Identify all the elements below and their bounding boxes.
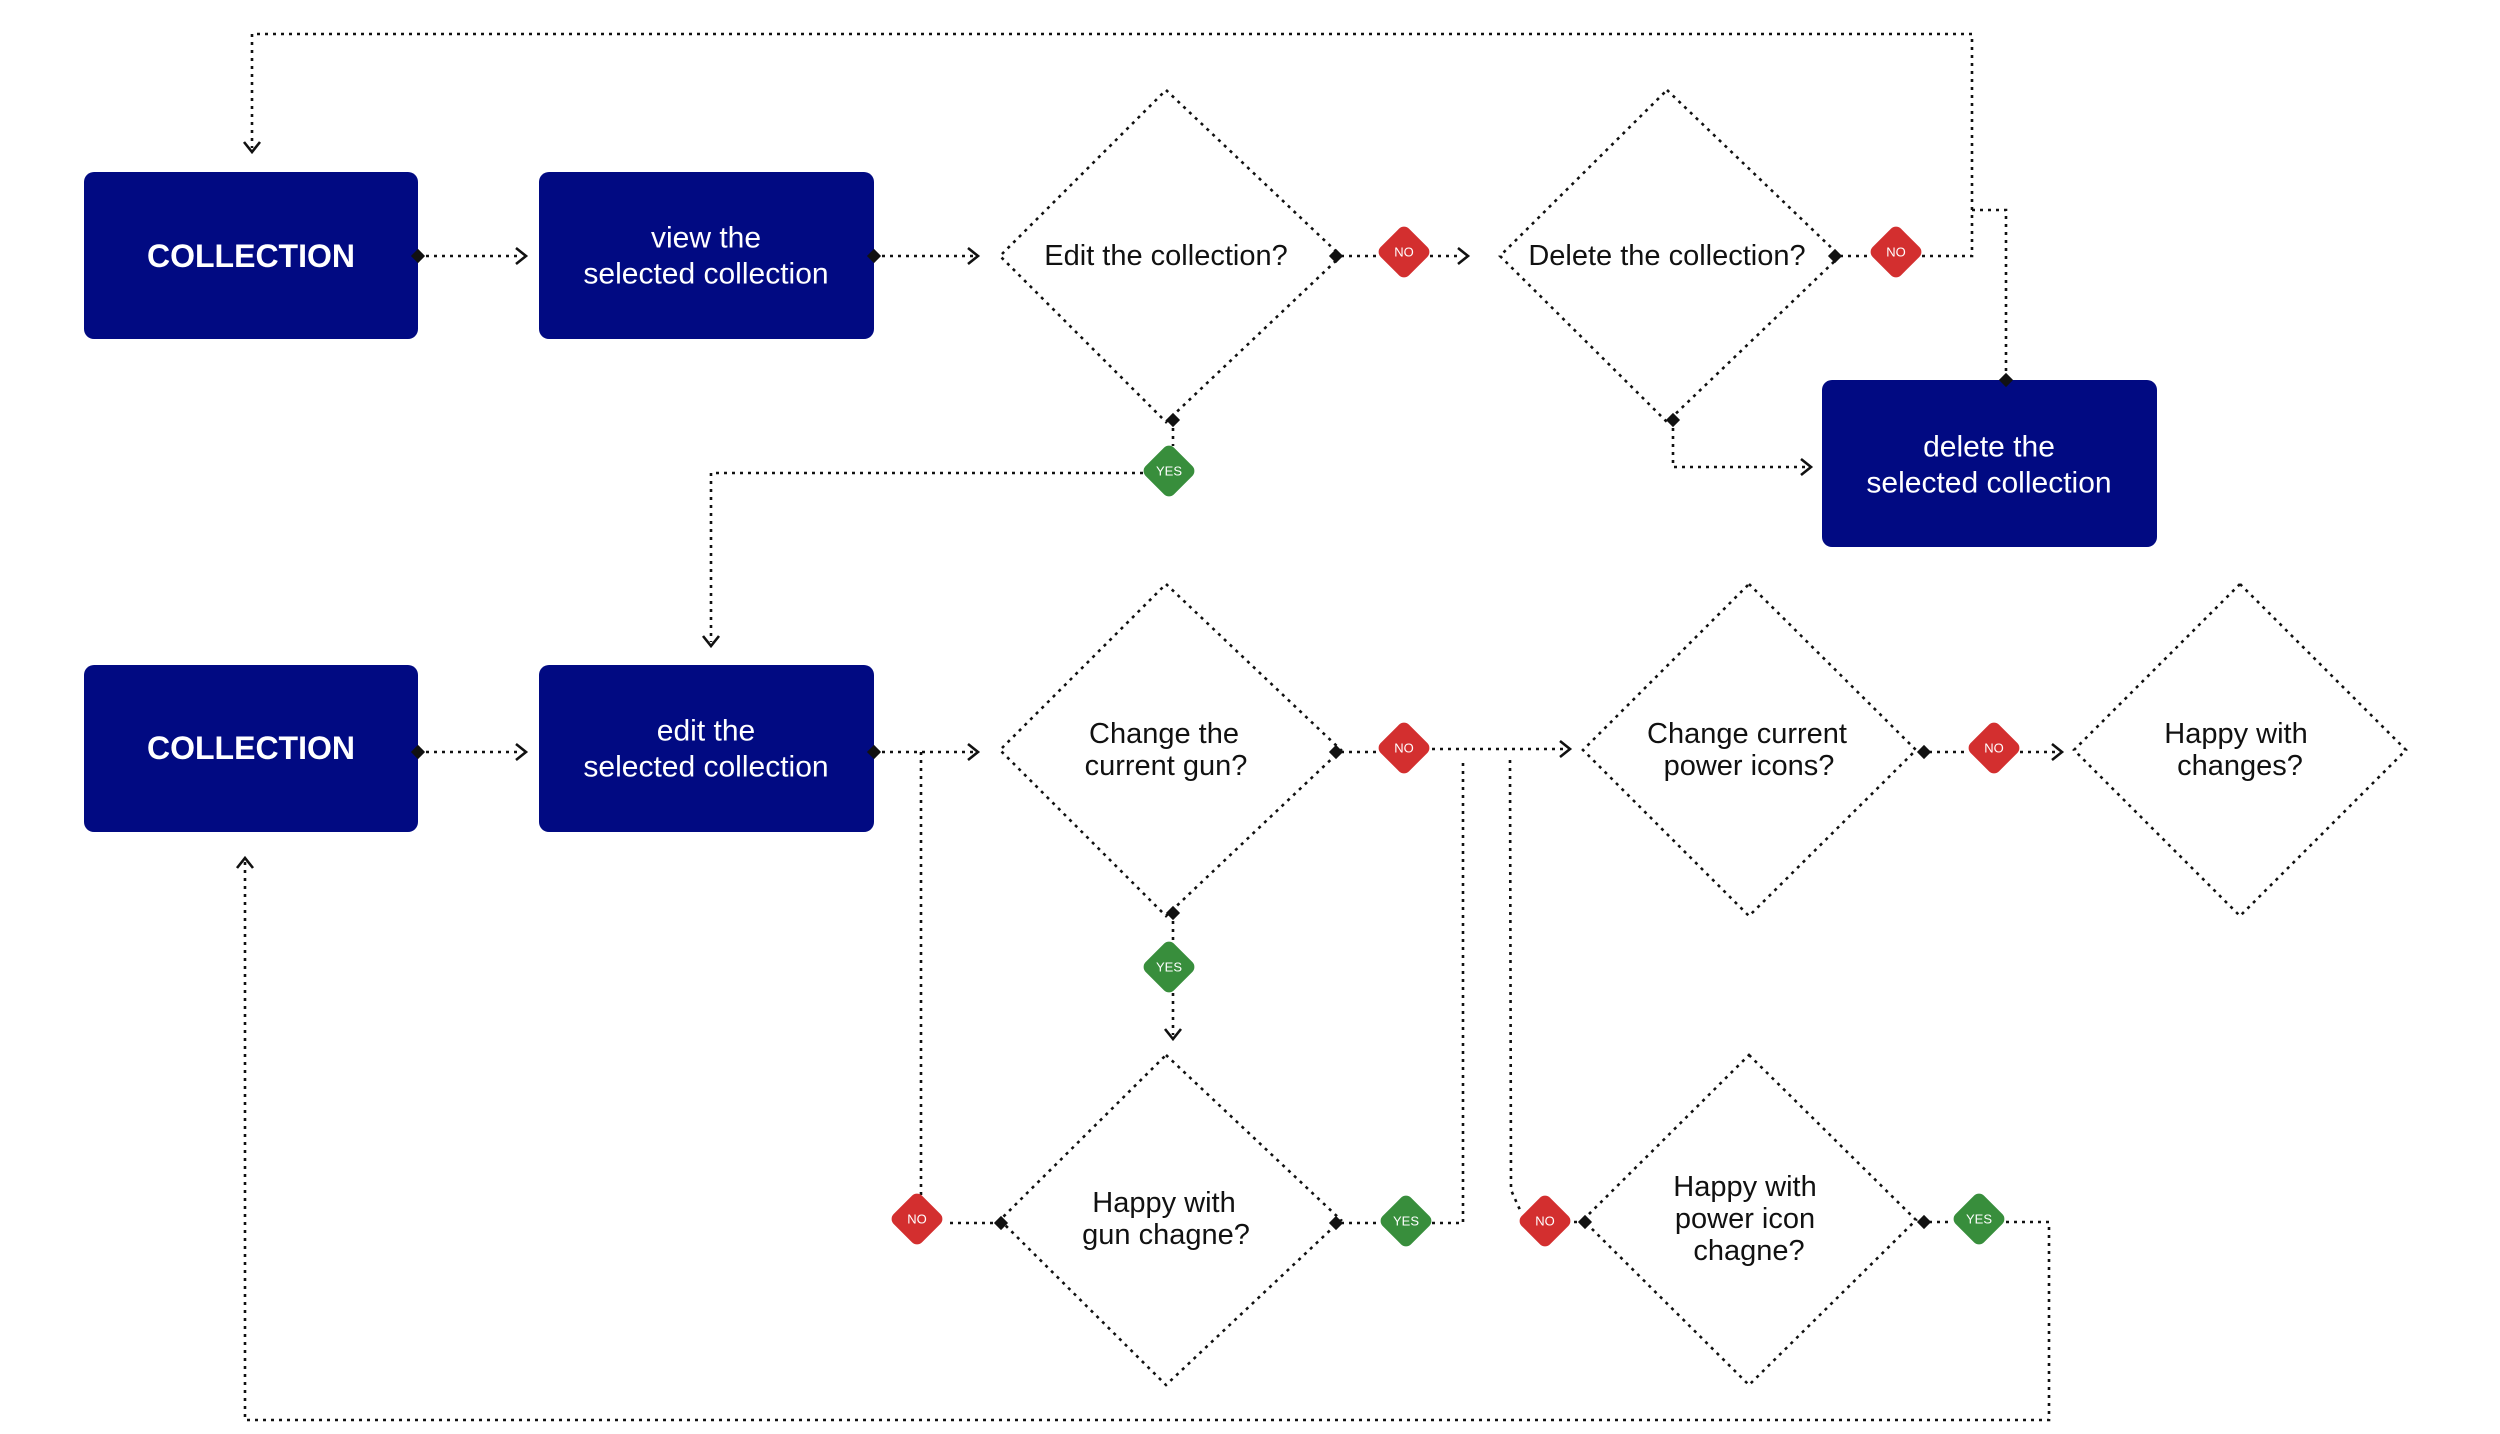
- gun-question-line-1: Change the: [1089, 718, 1239, 750]
- arrowhead-up: [235, 855, 255, 869]
- connection-point: [1916, 744, 1932, 760]
- no-badge: NO: [1378, 226, 1430, 278]
- collection-box-bottom[interactable]: COLLECTION: [84, 665, 418, 832]
- connector-no-loop-to-collection: [250, 32, 1974, 258]
- arrowhead-right: [1457, 246, 1471, 266]
- no-badge-label: NO: [1394, 245, 1414, 260]
- delete-collection-decision[interactable]: Delete the collection?: [1498, 88, 1842, 424]
- no-badge: NO: [891, 1193, 943, 1245]
- change-power-icons-decision[interactable]: Change current power icons?: [1581, 582, 1918, 918]
- happy-gun-line-1: Happy with: [1092, 1187, 1235, 1219]
- no-badge-label: NO: [907, 1212, 927, 1227]
- connection-point: [1328, 248, 1344, 264]
- arrowheads: [235, 141, 2065, 1042]
- yes-badge: YES: [1380, 1195, 1432, 1247]
- connection-point: [1827, 248, 1843, 264]
- delete-line-2: selected collection: [1866, 467, 2111, 500]
- arrowhead-down: [1163, 1028, 1183, 1042]
- no-badge: NO: [1968, 722, 2020, 774]
- connector-delete-question-to-delete-box: [1671, 420, 1805, 469]
- connection-point: [866, 744, 882, 760]
- connector-happy-power-no-to-power: [1508, 759, 1522, 1211]
- connector-to-delete-box-top: [1972, 208, 2008, 380]
- happy-gun-line-2: gun chagne?: [1082, 1219, 1250, 1251]
- arrowhead-right: [515, 246, 529, 266]
- happy-line-2: changes?: [2177, 750, 2303, 782]
- yes-badge-label: YES: [1393, 1214, 1419, 1229]
- yes-badge: YES: [1143, 941, 1195, 993]
- arrowhead-right: [2051, 742, 2065, 762]
- yes-badge-label: YES: [1156, 464, 1182, 479]
- collection-box-top[interactable]: COLLECTION: [84, 172, 418, 339]
- connection-points: [410, 248, 2014, 1231]
- happy-with-gun-change-decision[interactable]: Happy with gun chagne?: [998, 1053, 1343, 1387]
- connector-happy-power-yes-loop: [243, 862, 2051, 1422]
- arrowhead-right: [515, 742, 529, 762]
- connection-point: [1916, 1214, 1932, 1230]
- no-badge-label: NO: [1535, 1214, 1555, 1229]
- happy-power-line-1: Happy with: [1673, 1171, 1816, 1203]
- power-question-line-2: power icons?: [1664, 750, 1835, 782]
- arrowhead-right: [967, 742, 981, 762]
- edit-selected-collection-box[interactable]: edit the selected collection: [539, 665, 874, 832]
- happy-with-power-icon-change-decision[interactable]: Happy with power icon chagne?: [1581, 1053, 1918, 1387]
- arrowhead-right: [1800, 457, 1814, 477]
- delete-line-1: delete the: [1923, 431, 2055, 464]
- connectors: [243, 32, 2058, 1422]
- arrowhead-right: [1559, 739, 1573, 759]
- connection-point: [1328, 744, 1344, 760]
- yes-badge-label: YES: [1156, 960, 1182, 975]
- connection-point: [1328, 1215, 1344, 1231]
- no-badge: NO: [1519, 1195, 1571, 1247]
- no-badge-label: NO: [1394, 741, 1414, 756]
- connection-point: [1577, 1214, 1593, 1230]
- collection-label: COLLECTION: [147, 238, 355, 274]
- change-gun-decision[interactable]: Change the current gun?: [998, 582, 1343, 918]
- connection-point: [866, 248, 882, 264]
- connector-happy-gun-yes-to-power: [1432, 760, 1465, 1225]
- yes-badge: YES: [1953, 1193, 2005, 1245]
- connection-point: [993, 1215, 1009, 1231]
- no-badge-label: NO: [1886, 245, 1906, 260]
- yes-badge: YES: [1143, 445, 1195, 497]
- gun-question-line-2: current gun?: [1085, 750, 1248, 782]
- edit-collection-decision[interactable]: Edit the collection?: [998, 88, 1343, 424]
- happy-power-line-3: chagne?: [1693, 1235, 1804, 1267]
- happy-with-changes-decision[interactable]: Happy with changes?: [2072, 582, 2408, 918]
- connection-point: [410, 744, 426, 760]
- edit-line-2: selected collection: [583, 751, 828, 784]
- no-badge-label: NO: [1984, 741, 2004, 756]
- no-badge: NO: [1870, 226, 1922, 278]
- view-selected-collection-box[interactable]: view the selected collection: [539, 172, 874, 339]
- yes-badge-label: YES: [1966, 1212, 1992, 1227]
- happy-line-1: Happy with: [2164, 718, 2307, 750]
- power-question-line-1: Change current: [1647, 718, 1847, 750]
- arrowhead-down: [242, 141, 262, 155]
- delete-question: Delete the collection?: [1528, 240, 1805, 272]
- connection-point: [410, 248, 426, 264]
- collection-label: COLLECTION: [147, 730, 355, 766]
- view-line-2: selected collection: [583, 258, 828, 291]
- connection-point: [1165, 412, 1181, 428]
- connection-point: [1998, 372, 2014, 388]
- connector-yes-to-edit-box: [709, 471, 1143, 642]
- edit-line-1: edit the: [657, 715, 755, 748]
- connection-point: [1665, 412, 1681, 428]
- arrowhead-right: [967, 246, 981, 266]
- no-badge: NO: [1378, 722, 1430, 774]
- happy-power-line-2: power icon: [1675, 1203, 1815, 1235]
- connection-point: [1165, 905, 1181, 921]
- arrowhead-down: [701, 635, 721, 649]
- edit-question: Edit the collection?: [1044, 240, 1287, 272]
- delete-selected-collection-box[interactable]: delete the selected collection: [1822, 380, 2157, 547]
- view-line-1: view the: [651, 222, 761, 255]
